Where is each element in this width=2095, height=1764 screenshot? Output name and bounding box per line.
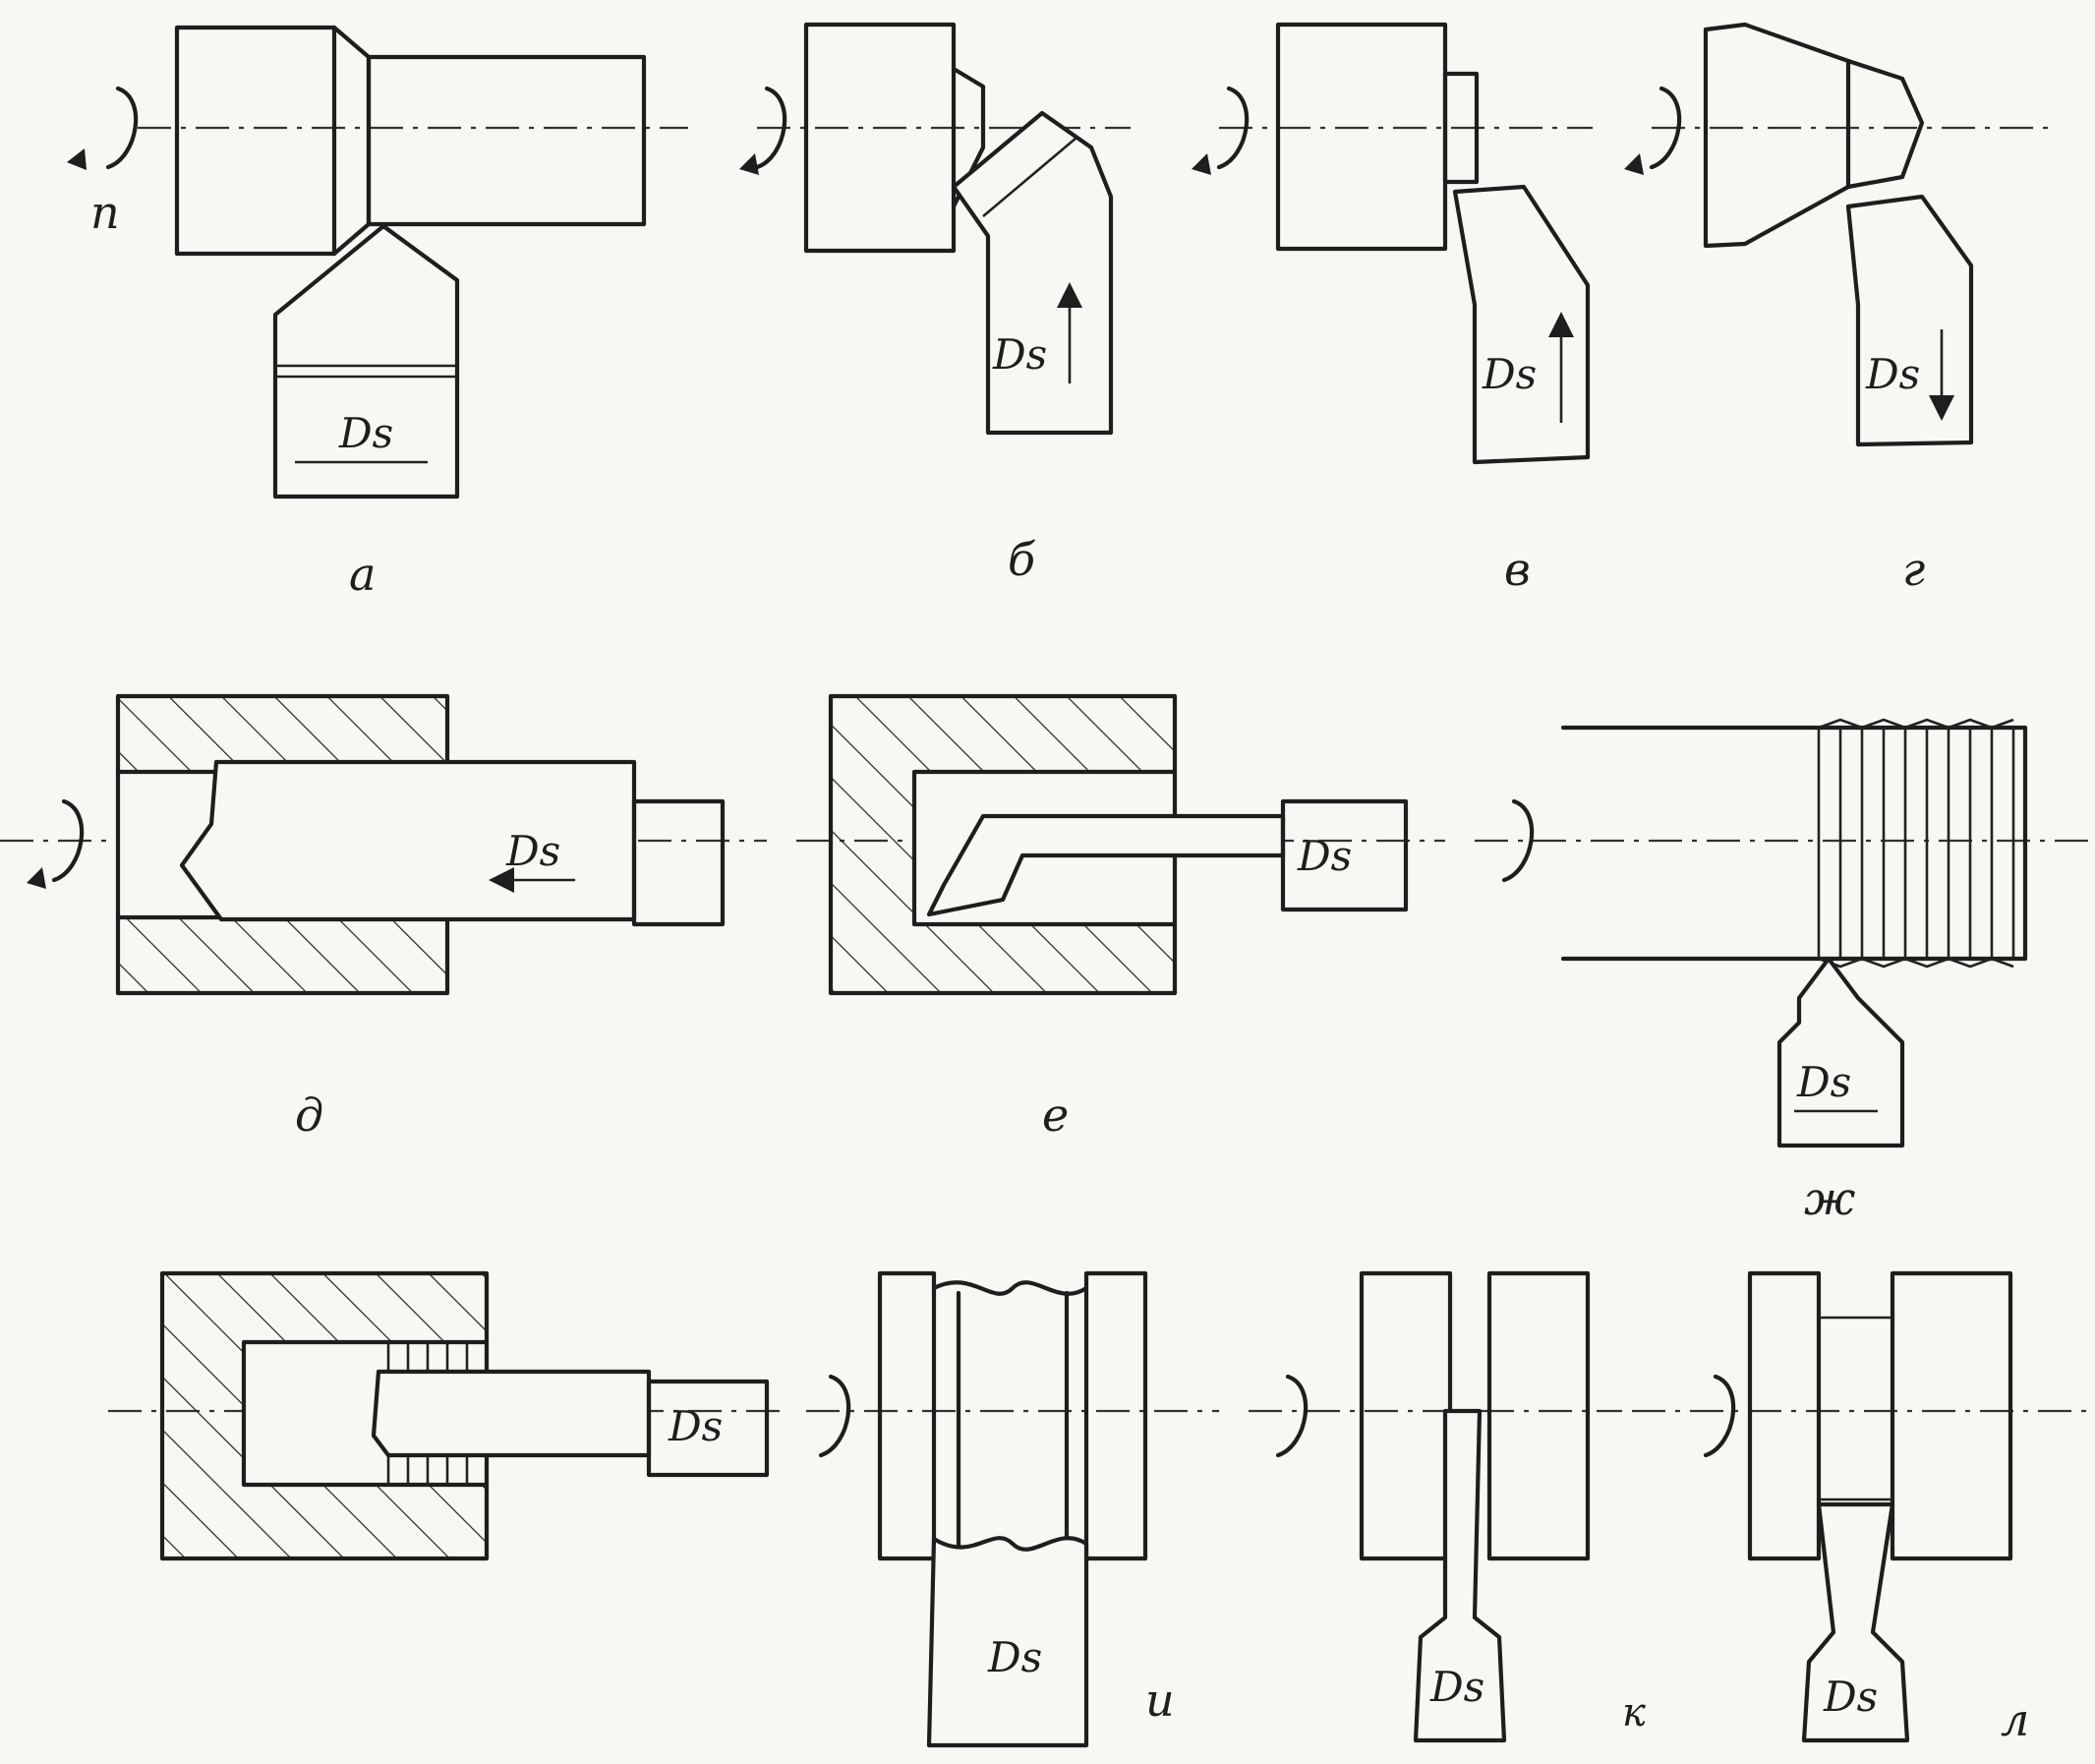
parting-tool	[1413, 1408, 1507, 1743]
panel-label: к	[1622, 1690, 1646, 1735]
rotation-arrow-icon	[105, 86, 139, 170]
panel-d: Ds д	[0, 693, 767, 1142]
panel-l: Ds л	[1632, 1270, 2095, 1746]
workpiece-shaft	[1560, 725, 2028, 962]
panel-zh: Ds ж	[1475, 718, 2095, 1225]
panel-a: n Ds а	[67, 25, 688, 601]
cutting-tool	[951, 110, 1114, 436]
rotation-arrowhead-icon	[67, 148, 87, 170]
threading-tool	[1776, 956, 1905, 1148]
rotation-arrow-icon	[1703, 1374, 1736, 1458]
workpiece-right	[1486, 1270, 1591, 1561]
feed-label: Ds	[1796, 1058, 1851, 1106]
rotation-arrow-icon	[1501, 798, 1535, 883]
rotation-arrow-icon	[1275, 1374, 1309, 1458]
panel-label: л	[2001, 1693, 2029, 1746]
panel-label: д	[295, 1088, 323, 1142]
tool-holder	[1280, 798, 1409, 912]
workpiece	[1275, 22, 1448, 252]
rotation-arrowhead-icon	[1192, 153, 1211, 175]
rotation-label: n	[90, 186, 120, 239]
feed-label: Ds	[1865, 350, 1920, 398]
workpiece-cone	[1703, 22, 1851, 249]
thread-crests	[1818, 957, 2014, 969]
feed-label: Ds	[505, 827, 560, 875]
workpiece-left	[877, 1270, 937, 1561]
rotation-arrow-icon	[1216, 86, 1250, 170]
rotation-arrowhead-icon	[739, 153, 759, 175]
workpiece-chuck	[174, 25, 337, 257]
panel-label: г	[1902, 543, 1925, 596]
cutting-tool	[272, 223, 460, 500]
workpiece-shaft	[366, 54, 647, 227]
panel-k: Ds к	[1249, 1270, 1646, 1743]
panel-label: е	[1042, 1088, 1069, 1142]
bore-wall	[241, 1339, 490, 1488]
feed-label: Ds	[668, 1402, 723, 1450]
feed-label: Ds	[1482, 350, 1537, 398]
rotation-arrow-icon	[754, 86, 787, 170]
groove-top	[931, 1280, 1089, 1296]
feed-label: Ds	[1823, 1673, 1878, 1721]
workpiece	[803, 22, 957, 254]
workpiece-left	[1359, 1270, 1453, 1561]
workpiece-chamfer	[331, 25, 372, 257]
panel-v: Ds в	[1192, 22, 1593, 596]
panel-label: в	[1504, 543, 1531, 596]
rotation-arrowhead-icon	[1624, 153, 1644, 175]
panel-label: б	[1008, 533, 1036, 586]
rotation-arrow-icon	[1649, 86, 1682, 170]
threading-bar	[371, 1369, 652, 1458]
panel-label: а	[349, 548, 376, 601]
cutting-tool	[1452, 184, 1591, 465]
thread-crests	[1818, 718, 2014, 730]
tool-holder	[646, 1379, 770, 1478]
bore-wall	[911, 769, 1178, 927]
workpiece-right	[1083, 1270, 1148, 1561]
tool-edge	[982, 137, 1077, 217]
cutting-tool	[1845, 194, 1974, 447]
thread-lines	[1817, 728, 2015, 959]
feed-label: Ds	[992, 330, 1047, 379]
tool-holder	[631, 798, 726, 927]
feed-label: Ds	[1429, 1663, 1484, 1711]
panel-label: и	[1145, 1674, 1175, 1727]
feed-label: Ds	[987, 1633, 1042, 1681]
workpiece-left	[1747, 1270, 1822, 1561]
panel-e: Ds е	[796, 693, 1445, 1142]
panel-i: Ds и	[806, 1270, 1219, 1748]
boring-bar	[179, 759, 637, 922]
cutoff-tool	[1801, 1501, 1910, 1743]
workpiece-right	[1890, 1270, 2013, 1561]
panel-g: Ds г	[1624, 22, 2055, 596]
feed-label: Ds	[338, 409, 393, 457]
feed-label: Ds	[1297, 832, 1352, 880]
panel-b: Ds б	[739, 22, 1131, 586]
rotation-arrow-icon	[818, 1374, 851, 1458]
panel-z: Ds	[108, 1270, 786, 1561]
panel-label: ж	[1804, 1172, 1855, 1225]
workpiece-cone-end	[1845, 58, 1925, 190]
form-tool	[926, 1536, 1089, 1748]
workpiece-step	[1442, 71, 1480, 185]
rotation-arrowhead-icon	[27, 867, 46, 889]
rotation-arrow-icon	[51, 798, 85, 883]
